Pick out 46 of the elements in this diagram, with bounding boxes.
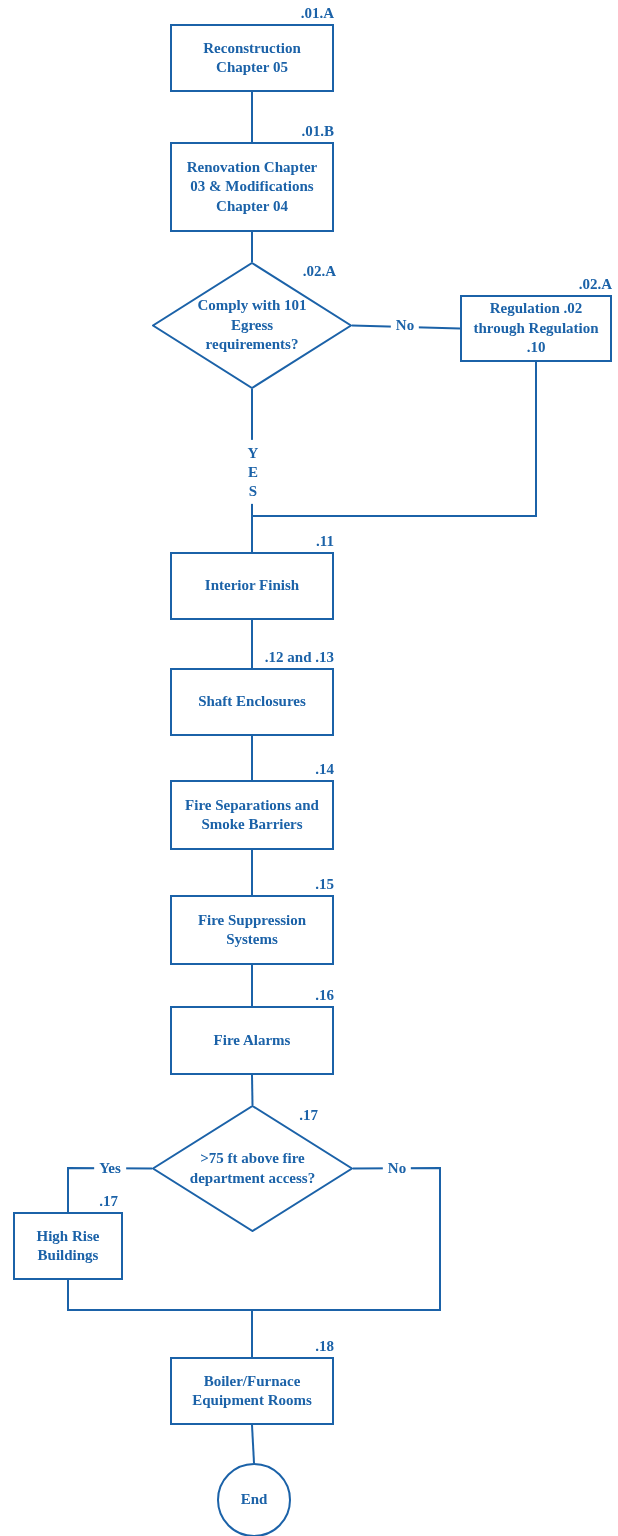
node-label: Comply with 101 Egress requirements?	[196, 296, 308, 355]
connector-line	[251, 91, 253, 143]
section-number: .01.A	[300, 6, 334, 23]
node-label: Renovation Chapter 03 & Modifications Chapter 04	[185, 157, 319, 216]
process-box	[170, 24, 334, 92]
node-label: Shaft Enclosures	[198, 692, 306, 712]
process-box	[170, 780, 334, 850]
connector-line	[251, 619, 253, 669]
section-number: .16	[315, 988, 334, 1005]
process-box	[170, 668, 334, 736]
process-box	[460, 295, 612, 362]
node-label: Fire Alarms	[213, 1030, 291, 1050]
section-number: .12 and .13	[264, 650, 334, 667]
section-number: .15	[315, 877, 334, 894]
section-number: .01.B	[301, 124, 334, 141]
process-box	[13, 1212, 123, 1280]
connector-line	[251, 1074, 254, 1106]
node-label: High Rise Buildings	[35, 1226, 101, 1265]
node-label: Interior Finish	[204, 576, 300, 596]
node-label: Fire Suppression Systems	[196, 910, 308, 949]
connector-line	[251, 849, 253, 896]
process-box	[170, 142, 334, 232]
section-number: .18	[315, 1339, 334, 1356]
connector-line	[67, 1279, 253, 1358]
section-number: .11	[316, 534, 334, 551]
node-label: Regulation .02 through Regulation .10	[472, 299, 600, 358]
connector-line	[251, 231, 253, 263]
connector-line	[251, 735, 253, 781]
decision-diamond	[152, 1105, 353, 1232]
section-number: .17	[99, 1194, 118, 1211]
node-label: End	[240, 1490, 268, 1510]
process-box	[170, 895, 334, 965]
section-number: .02.A	[578, 277, 612, 294]
node-label: Reconstruction Chapter 05	[202, 38, 302, 77]
node-label: Boiler/Furnace Equipment Rooms	[191, 1371, 313, 1410]
connector-line	[251, 964, 253, 1007]
connector-line	[251, 1424, 255, 1464]
node-label: >75 ft above fire department access?	[188, 1149, 317, 1188]
section-number: .14	[315, 762, 334, 779]
decision-diamond	[152, 262, 352, 389]
section-number: .17	[299, 1108, 318, 1125]
process-box	[170, 552, 334, 620]
section-number: .02.A	[302, 264, 336, 281]
node-label: Fire Separations and Smoke Barriers	[184, 795, 320, 834]
process-box	[170, 1357, 334, 1425]
process-box	[170, 1006, 334, 1075]
